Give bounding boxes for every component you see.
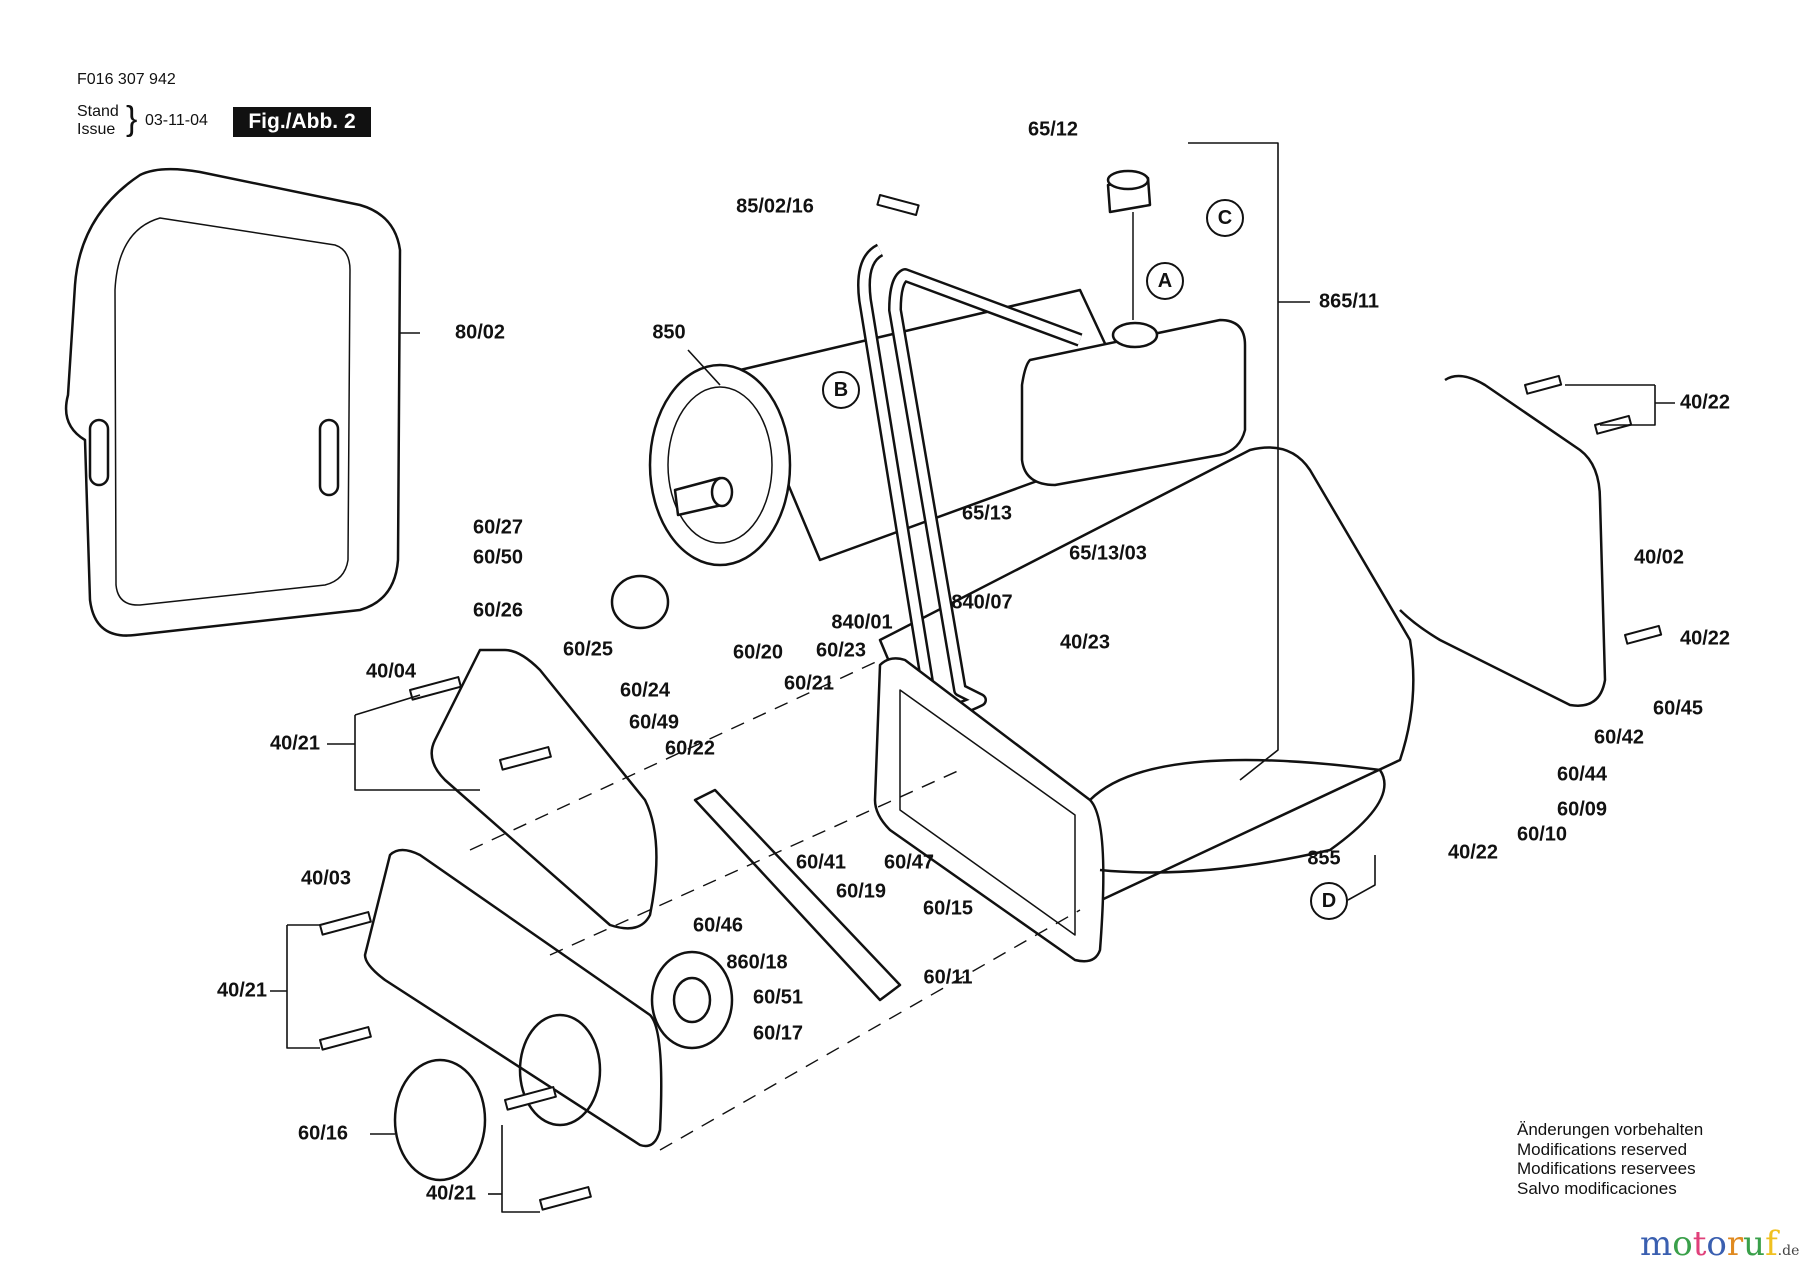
- callout-b: B: [822, 371, 860, 409]
- figure-badge: Fig./Abb. 2: [233, 107, 371, 137]
- part-label: 85/02/16: [736, 195, 814, 218]
- note-es: Salvo modificaciones: [1517, 1178, 1677, 1198]
- cap: [393, 1058, 487, 1182]
- part-label: 60/27: [472, 516, 524, 539]
- part-label: 60/19: [835, 880, 887, 903]
- part-label: 840/07: [951, 591, 1013, 614]
- part-label: 60/15: [922, 897, 974, 920]
- part-label: 60/41: [795, 851, 847, 874]
- part-label: 60/22: [664, 737, 716, 760]
- cutting-cylinder: [1089, 758, 1386, 874]
- part-label: 60/42: [1593, 726, 1645, 749]
- part-label: 60/49: [628, 711, 680, 734]
- part-label: 60/21: [783, 672, 835, 695]
- part-label: 60/25: [562, 638, 614, 661]
- part-label: 850: [652, 321, 686, 344]
- part-label: 40/21: [269, 732, 321, 755]
- part-label: 840/01: [831, 611, 893, 634]
- grass-box: [64, 167, 402, 637]
- part-label: 60/20: [732, 641, 784, 664]
- brace: }: [126, 100, 138, 138]
- side-frame: [873, 657, 1105, 963]
- part-label: 60/51: [752, 986, 804, 1009]
- part-label: 60/11: [923, 966, 973, 989]
- callout-c: C: [1206, 199, 1244, 237]
- part-label: 40/23: [1059, 631, 1111, 654]
- part-label: 60/45: [1652, 697, 1704, 720]
- callout-d: D: [1310, 882, 1348, 920]
- part-label: 60/44: [1556, 763, 1608, 786]
- part-label: 60/50: [472, 546, 524, 569]
- part-label: 855: [1307, 847, 1341, 870]
- modification-notes: Änderungen vorbehalten Modifications res…: [1517, 1120, 1703, 1198]
- part-label: 60/16: [297, 1122, 349, 1145]
- part-label: 60/46: [692, 914, 744, 937]
- part-label: 65/13/03: [1069, 542, 1147, 565]
- note-en: Modifications reserved: [1517, 1139, 1688, 1159]
- part-label: 65/12: [1027, 118, 1079, 141]
- part-label: 60/24: [619, 679, 671, 702]
- part-label: 65/13: [961, 502, 1013, 525]
- side-cover-outer: [363, 848, 663, 1148]
- right-end-cover: [1399, 374, 1607, 707]
- part-label: 60/23: [815, 639, 867, 662]
- part-label: 40/03: [300, 867, 352, 890]
- part-label: 60/17: [752, 1022, 804, 1045]
- issue-label: Issue: [77, 121, 116, 138]
- part-label: 40/22: [1679, 391, 1731, 414]
- part-label: 60/26: [472, 599, 524, 622]
- part-label: 40/22: [1447, 841, 1499, 864]
- rail: [693, 788, 902, 1002]
- part-label: 865/11: [1318, 290, 1380, 313]
- tank: [1020, 318, 1247, 487]
- stand-label: Stand: [77, 103, 119, 120]
- motoruf-logo: motoruf.de: [1640, 1224, 1800, 1264]
- issue-date: 03-11-04: [145, 112, 208, 129]
- part-label: 40/04: [365, 660, 417, 683]
- part-label: 40/22: [1679, 627, 1731, 650]
- part-label: 40/21: [216, 979, 268, 1002]
- logo-suffix: .de: [1777, 1243, 1800, 1259]
- part-label: 60/10: [1516, 823, 1568, 846]
- part-number: F016 307 942: [77, 71, 176, 88]
- part-label: 40/02: [1633, 546, 1685, 569]
- note-de: Änderungen vorbehalten: [1517, 1120, 1704, 1139]
- note-fr: Modifications reservees: [1517, 1159, 1696, 1178]
- part-label: 40/21: [425, 1182, 477, 1205]
- part-label: 860/18: [726, 951, 788, 974]
- callout-a: A: [1146, 262, 1184, 300]
- part-label: 80/02: [454, 321, 506, 344]
- part-label: 60/47: [883, 851, 935, 874]
- side-cover-front: [430, 648, 658, 930]
- part-label: 60/09: [1556, 798, 1608, 821]
